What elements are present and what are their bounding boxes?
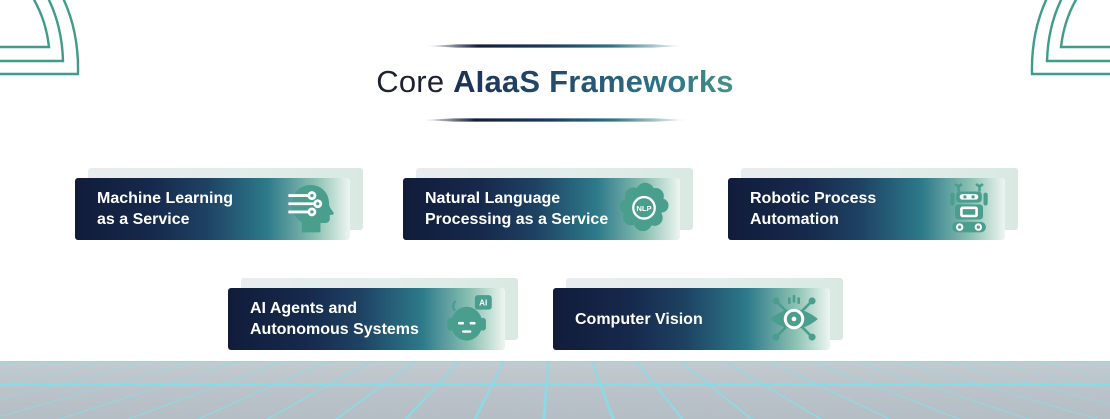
rpa-robot-icon [941,181,997,237]
corner-arcs-left-icon [0,0,100,89]
perspective-grid-floor [0,361,1110,419]
card-label-line2: Autonomous Systems [250,321,419,338]
framework-card-computer-vision: Computer Vision [553,278,843,350]
card-label-line2: Automation [750,211,839,228]
title-divider-top [426,44,684,48]
card-face: Robotic Process Automation [728,178,1005,240]
card-face: Machine Learning as a Service [75,178,350,240]
ai-agent-robot-icon: AI [441,291,497,347]
title-emphasis: AIaaS Frameworks [453,64,734,99]
computer-vision-eye-icon [766,291,822,347]
nlp-badge-label: NLP [636,204,651,213]
card-face: AI Agents and Autonomous Systems AI [228,288,505,350]
framework-card-mlaas: Machine Learning as a Service [75,168,363,240]
nlp-brain-icon: NLP [616,181,672,237]
card-label-line1: Computer Vision [575,310,703,328]
card-label-line2: as a Service [97,211,190,228]
title-divider-bottom [422,118,688,122]
framework-card-nlpaas: Natural Language Processing as a Service… [403,168,693,240]
ml-head-circuit-icon [286,181,342,237]
ai-chip-label: AI [479,299,487,308]
card-face: Computer Vision [553,288,830,350]
corner-arcs-right-icon [1010,0,1110,89]
framework-card-rpa: Robotic Process Automation [728,168,1018,240]
page-title: Core AIaaS Frameworks [0,62,1110,102]
card-label-line1: Robotic Process [750,190,877,207]
card-label-line1: Machine Learning [97,190,234,207]
framework-card-ai-agents: AI Agents and Autonomous Systems AI [228,278,518,350]
card-face: Natural Language Processing as a Service… [403,178,680,240]
grid-horizon-fade [0,361,1110,397]
card-label-line2: Processing as a Service [425,211,609,228]
title-prefix: Core [376,64,445,99]
card-label-line1: Natural Language [425,190,561,207]
card-label-line1: AI Agents and [250,300,357,317]
